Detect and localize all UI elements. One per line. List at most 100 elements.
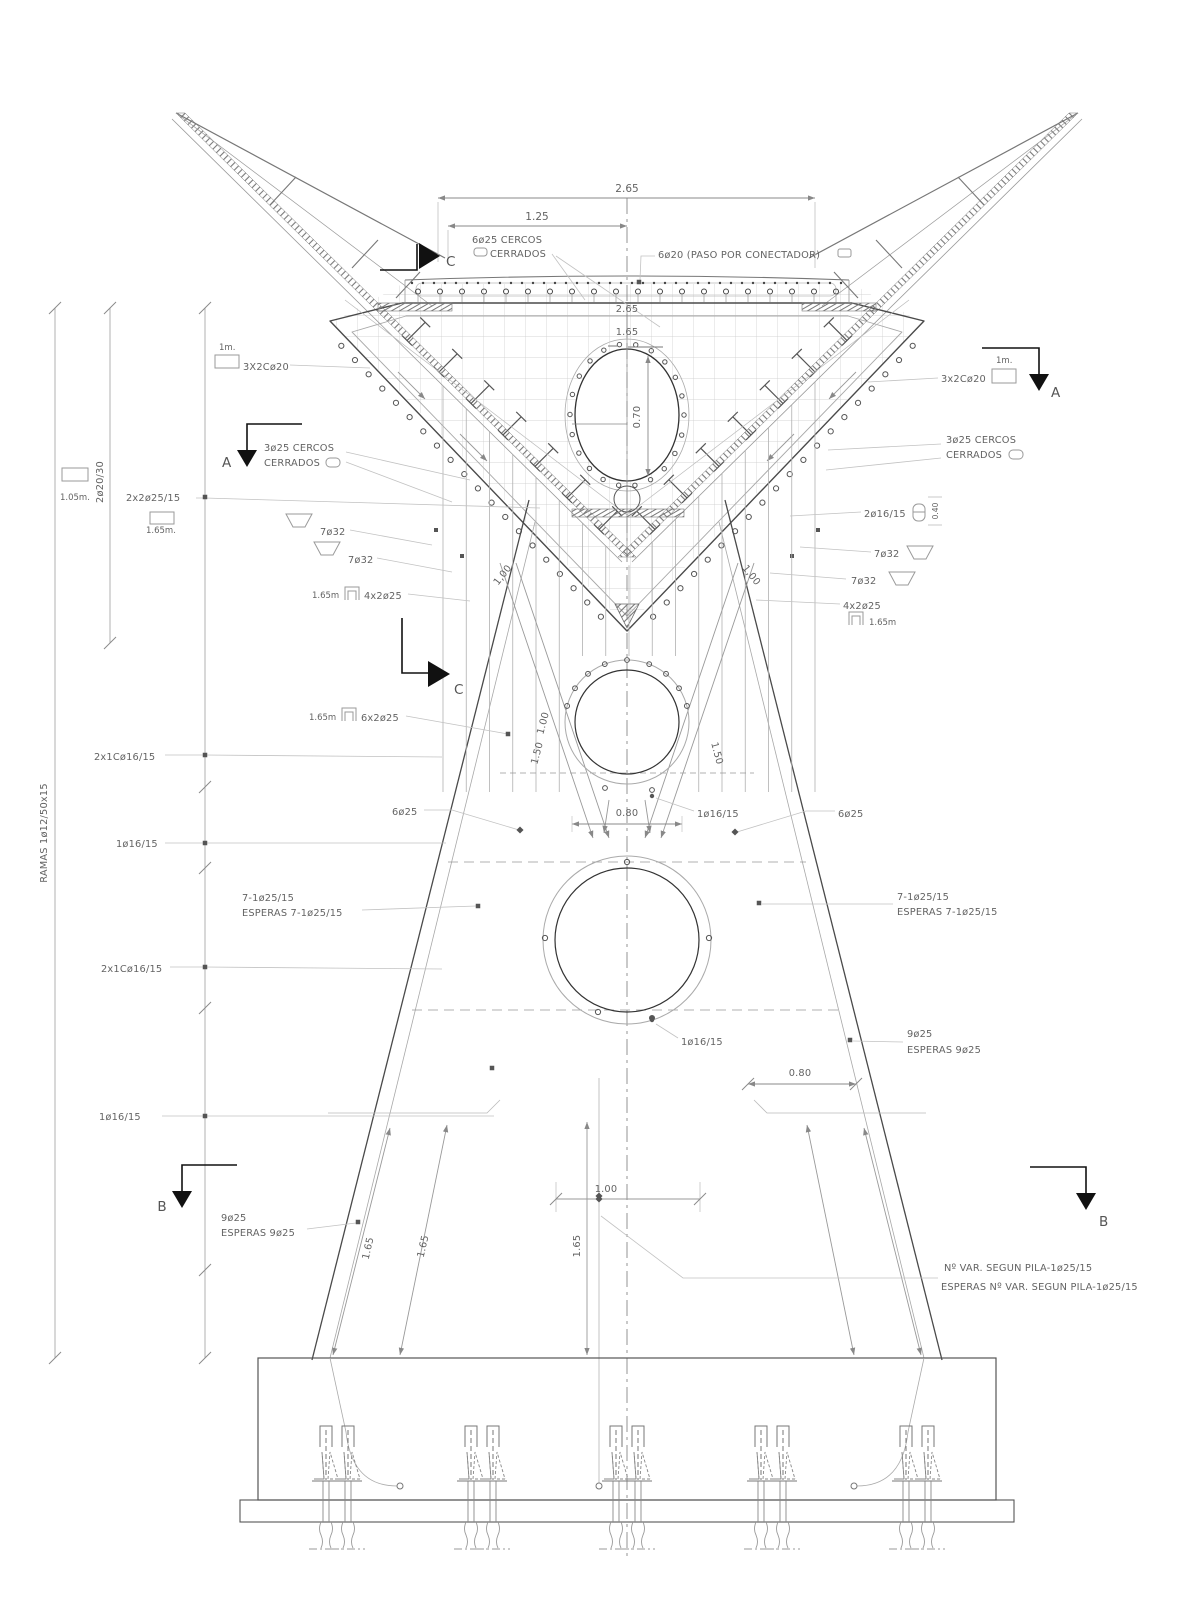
u-bar-icon <box>848 611 864 625</box>
annotation-texts: 2.65 1.25 6ø25 CERCOS CERRADOS 6ø20 (PAS… <box>39 183 1138 1293</box>
label-cercos-6o25-line1: 6ø25 CERCOS <box>472 235 542 246</box>
bent-bar-icon <box>906 545 934 560</box>
pier-shaft <box>311 198 943 1560</box>
label-cercos-3o25-right-1: 3ø25 CERCOS <box>946 435 1016 446</box>
section-marker-b-right: B <box>1030 1166 1108 1230</box>
label-7o32-right-1: 7ø32 <box>874 549 900 560</box>
label-7-1o25-right-2: ESPERAS 7-1ø25/15 <box>897 907 998 918</box>
label-3x2c20-left: 3X2Cø20 <box>243 362 289 373</box>
section-letter: B <box>1099 1214 1108 1230</box>
label-9o25-right-1: 9ø25 <box>907 1029 933 1040</box>
section-arrow-icon <box>172 1191 192 1208</box>
label-1m-left: 1m. <box>219 343 235 353</box>
label-1o16-left-1: 1ø16/15 <box>116 839 158 850</box>
section-letter: C <box>454 682 463 698</box>
bent-bar-icon <box>313 541 341 556</box>
label-105m: 1.05m. <box>60 493 90 503</box>
u-bar-icon <box>344 586 360 600</box>
label-9o25-left-2: ESPERAS 9ø25 <box>221 1228 295 1239</box>
bent-bar-icon <box>285 513 313 528</box>
label-nvar-2: ESPERAS Nº VAR. SEGUN PILA-1ø25/15 <box>941 1282 1138 1293</box>
label-2x1c16-upper: 2x1Cø16/15 <box>94 752 155 763</box>
label-165m-small: 1.65m <box>309 713 336 723</box>
label-ramas: RAMAS 1ø12/50x15 <box>39 783 50 883</box>
label-165m-small: 1.65m <box>312 591 339 601</box>
label-7-1o25-left-1: 7-1ø25/15 <box>242 893 294 904</box>
label-6x2o25: 6x2ø25 <box>361 713 399 724</box>
dim-100-lap: 1.00 <box>535 711 551 736</box>
label-2x1c16-lower: 2x1Cø16/15 <box>101 964 162 975</box>
label-165m: 1.65m. <box>146 526 176 536</box>
label-cercos-6o25-line2: CERRADOS <box>490 249 546 260</box>
label-6o25-right: 6ø25 <box>838 809 864 820</box>
label-2x2o25: 2x2ø25/15 <box>126 493 180 504</box>
bar-length-icon <box>214 354 240 369</box>
dim-100-edge-right: 1,00 <box>740 563 763 588</box>
dim-2o20-30: 2ø20/30 <box>95 461 106 503</box>
bar-length-icon <box>991 368 1017 384</box>
dim-100-bottom: 1.00 <box>595 1184 618 1195</box>
label-7o32-left-2: 7ø32 <box>348 555 374 566</box>
label-7-1o25-right-1: 7-1ø25/15 <box>897 892 949 903</box>
label-2o16-right: 2ø16/15 <box>864 509 906 520</box>
bent-bar-icon <box>888 571 916 586</box>
label-nvar-1: Nº VAR. SEGUN PILA-1ø25/15 <box>944 1263 1092 1274</box>
label-9o25-right-2: ESPERAS 9ø25 <box>907 1045 981 1056</box>
dim-band-165: 1.65 <box>616 327 639 338</box>
section-letter: A <box>222 455 232 471</box>
u-bar-icon <box>341 707 357 721</box>
label-3x2c20-right: 3x2Cø20 <box>941 374 986 385</box>
label-165m-small: 1.65m <box>869 618 896 628</box>
section-marker-c-top: C <box>380 243 455 271</box>
label-4x2o25-right: 4x2ø25 <box>843 601 881 612</box>
dim-150-left: 1.50 <box>529 741 545 766</box>
bar-length-icon <box>61 467 89 482</box>
section-letter: C <box>446 254 455 270</box>
dim-070: 0.70 <box>632 406 643 429</box>
label-7o32-left-1: 7ø32 <box>320 527 346 538</box>
label-paso-conectador: 6ø20 (PASO POR CONECTADOR) <box>658 250 820 261</box>
dim-080-mid: 0.80 <box>616 808 639 819</box>
section-arrow-icon <box>1029 374 1049 391</box>
dim-165-espera-1: 1.65 <box>361 1236 377 1261</box>
section-arrow-icon <box>237 450 257 467</box>
section-marker-b-left: B <box>157 1164 237 1215</box>
section-marker-a-left: A <box>222 423 302 471</box>
label-1o16-left-2: 1ø16/15 <box>99 1112 141 1123</box>
dim-165-center: 1.65 <box>572 1235 583 1258</box>
label-6o25-left: 6ø25 <box>392 807 418 818</box>
closed-stirrup-icon <box>325 457 341 468</box>
closed-stirrup-icon <box>1008 449 1024 460</box>
label-4x2o25-left: 4x2ø25 <box>364 591 402 602</box>
label-1o16-circle: 1ø16/15 <box>681 1037 723 1048</box>
steel-wing-blades <box>171 112 1083 563</box>
closed-stirrup-icon <box>473 247 488 257</box>
label-1o16-mid: 1ø16/15 <box>697 809 739 820</box>
connector-pass-icon <box>837 248 852 258</box>
footing-and-anchors <box>239 1357 1015 1550</box>
label-cercos-3o25-left-2: CERRADOS <box>264 458 320 469</box>
section-marker-a-right: A <box>982 347 1061 401</box>
dim-top-width: 2.65 <box>615 183 638 195</box>
label-7o32-right-2: 7ø32 <box>851 576 877 587</box>
dim-top-halfwidth: 1.25 <box>525 211 548 223</box>
section-letter: B <box>157 1199 166 1215</box>
dim-100-edge-left: 1,00 <box>492 563 515 588</box>
annotation-icons <box>61 247 1024 721</box>
section-arrow-icon <box>1076 1193 1096 1210</box>
bar-length-icon <box>149 511 175 525</box>
dim-band-265: 2.65 <box>616 304 639 315</box>
section-letter: A <box>1051 385 1061 401</box>
dim-165-espera-2: 1.65 <box>416 1234 432 1259</box>
label-1m-right: 1m. <box>996 356 1012 366</box>
section-arrow-icon <box>419 243 440 269</box>
section-arrow-icon <box>428 661 450 687</box>
dimension-lines <box>48 195 863 1365</box>
label-cercos-3o25-left-1: 3ø25 CERCOS <box>264 443 334 454</box>
dim-080-right: 0.80 <box>789 1068 812 1079</box>
label-cercos-3o25-right-2: CERRADOS <box>946 450 1002 461</box>
label-7-1o25-left-2: ESPERAS 7-1ø25/15 <box>242 908 343 919</box>
label-9o25-left-1: 9ø25 <box>221 1213 247 1224</box>
